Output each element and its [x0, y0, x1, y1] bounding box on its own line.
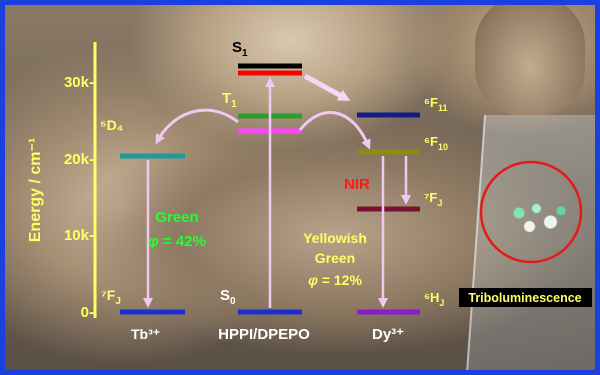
dy-6f10-label: ⁶F10 [424, 134, 448, 152]
tb-quantum-yield: φ = 42% [148, 233, 206, 250]
sample-highlight-circle [481, 162, 581, 262]
dy-quantum-yield: φ = 12% [308, 272, 362, 288]
tick-0: 0- [81, 304, 94, 321]
t1-label: T1 [222, 90, 237, 110]
dy-7fj-label: ⁷FJ [424, 190, 442, 208]
transfer-to-tb-arrow [158, 110, 238, 140]
axis-title: Energy / cm⁻¹ [27, 138, 44, 242]
dy-6f11-label: ⁶F11 [424, 95, 447, 113]
dy-emission-color-2: Green [315, 250, 355, 266]
ligand-name: HPPI/DPEPO [218, 326, 310, 343]
dy-ion-label: Dy³⁺ [372, 326, 404, 343]
nir-label: NIR [344, 176, 370, 193]
tb-emission-color: Green [155, 209, 198, 226]
isc-arrow [305, 76, 345, 98]
tick-30k: 30k- [64, 74, 94, 91]
dy-6hj-label: ⁶HJ [424, 290, 444, 308]
tb-ion-label: Tb³⁺ [131, 326, 160, 342]
tick-10k: 10k- [64, 227, 94, 244]
s0-label: S0 [220, 287, 236, 307]
tribo-label: Triboluminescence [468, 291, 581, 305]
dy-emission-color-1: Yellowish [303, 230, 367, 246]
tick-20k: 20k- [64, 151, 94, 168]
tb-7fj-label: ⁷FJ [101, 287, 121, 307]
s1-label: S1 [232, 39, 248, 59]
tb-5d4-label: ⁵D₄ [100, 117, 123, 133]
